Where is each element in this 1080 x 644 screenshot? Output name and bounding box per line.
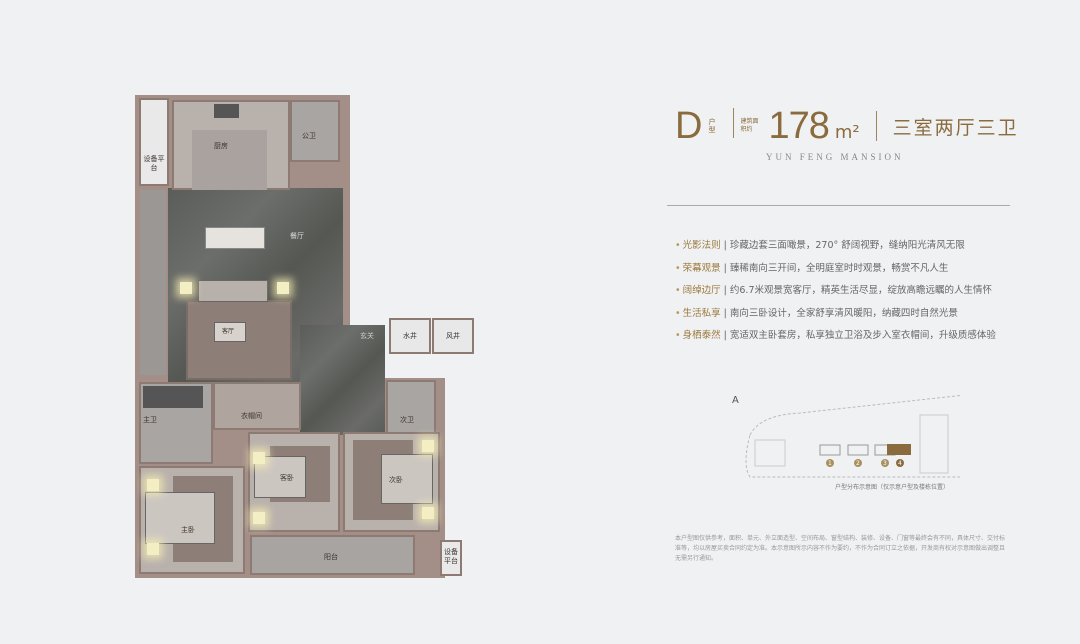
lamp-icon	[253, 512, 265, 524]
feature-item: •阔绰边厅 | 约6.7米观景宽客厅，精英生活尽显，绽放高瞻远瞩的人生情怀	[675, 285, 992, 296]
balcony: 阳台	[250, 535, 415, 575]
unit-word: 户型	[708, 118, 716, 134]
marker-4: 4	[898, 460, 902, 467]
lamp-icon	[277, 282, 289, 294]
guest-bedroom: 客卧	[248, 432, 340, 532]
layout-text: 三室两厅三卫	[892, 116, 1019, 139]
marker-1: 1	[828, 460, 832, 467]
feature-item: •荣幕观景 | 臻稀南向三开间，全明庭室时时观景，畅赏不凡人生	[675, 262, 949, 274]
air-shaft: 风井	[432, 318, 474, 354]
dining-table	[205, 227, 265, 249]
divider	[667, 205, 1010, 206]
north-arrow-icon: A	[732, 395, 739, 406]
equipment-platform-bottom: 设备平台	[440, 540, 462, 576]
sofa	[198, 280, 268, 302]
water-shaft: 水井	[389, 318, 431, 354]
closet: 衣帽间	[213, 382, 301, 430]
area-unit: m²	[834, 121, 860, 143]
kitchen: 厨房	[172, 100, 290, 190]
lamp-icon	[422, 507, 434, 519]
unit-title: D 户型 建筑面积约 178 m² 三室两厅三卫	[675, 104, 1019, 148]
feature-item: •身栖泰然 | 宽适双主卧套房，私享独立卫浴及步入室衣帽间，升级质感体验	[675, 330, 996, 341]
living-room-rug: 客厅	[186, 300, 292, 380]
feature-item: •光影法则 | 珍藏边套三面噉景，270° 舒阔视野，缝纳阳光清风无限	[675, 240, 965, 251]
area-caption: 建筑面积约	[740, 118, 759, 133]
unit-letter: D	[675, 104, 703, 147]
site-map-caption: 户型分布示意图（仅示意户型及楼栋位置）	[835, 484, 950, 491]
area-value: 178	[768, 104, 829, 147]
feature-list: •光影法则 | 珍藏边套三面噉景，270° 舒阔视野，缝纳阳光清风无限 •荣幕观…	[675, 237, 996, 350]
lamp-icon	[422, 440, 434, 452]
master-bath: 主卫	[139, 382, 213, 464]
lamp-icon	[180, 282, 192, 294]
feature-item: •生活私享 | 南向三卧设计，全家舒享清风暖阳，纳藏四时自然光景	[675, 307, 958, 319]
lamp-icon	[147, 543, 159, 555]
marker-2: 2	[856, 460, 860, 467]
site-map: A 1 2 3 4	[732, 395, 960, 478]
public-bath: 公卫	[290, 100, 340, 162]
project-name: YUN FENG MANSION	[766, 152, 904, 162]
disclaimer: 本户型图仅供参考，面积、单元、外立面造型、空间布局、窗型结构、装修、设备、门窗等…	[675, 535, 1006, 562]
left-balcony-strip	[140, 190, 166, 375]
equipment-platform-top: 设备平台	[139, 98, 169, 186]
marker-3: 3	[883, 460, 887, 467]
lamp-icon	[147, 479, 159, 491]
lamp-icon	[253, 452, 265, 464]
corridor-floor	[300, 325, 385, 435]
